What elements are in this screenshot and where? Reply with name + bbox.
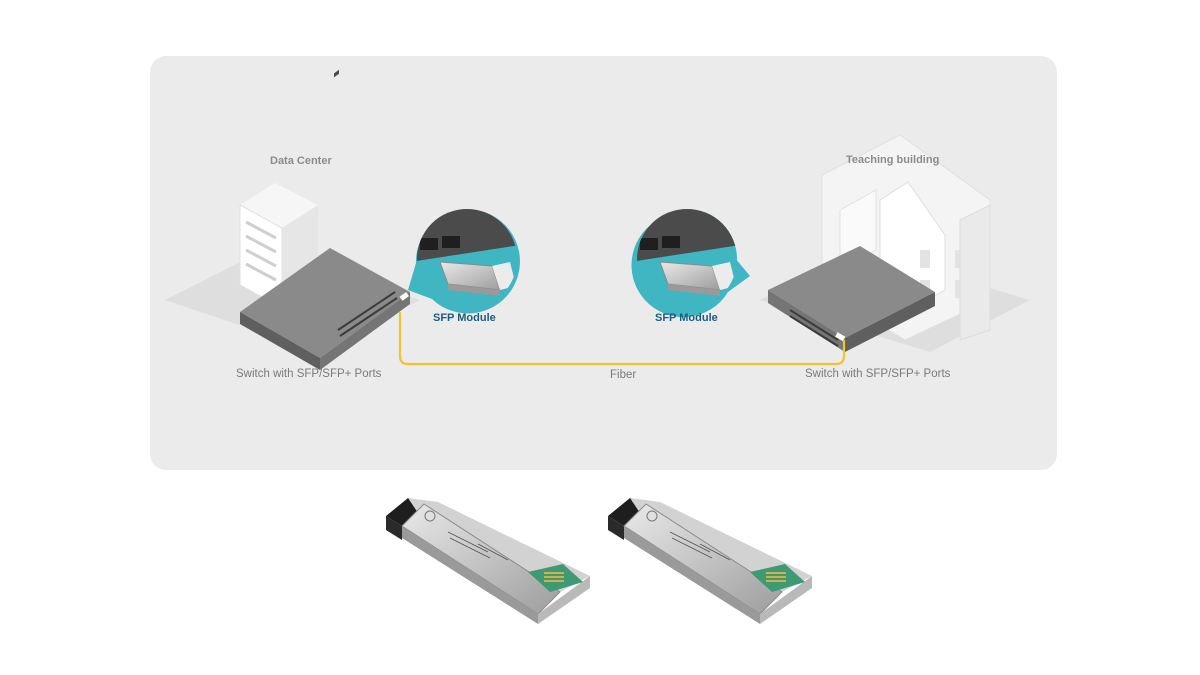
right-switch-label: Switch with SFP/SFP+ Ports (805, 368, 950, 380)
left-sfp-callout (408, 200, 520, 315)
teaching-building-label: Teaching building (846, 154, 939, 166)
sfp-transceiver-icon (600, 492, 822, 632)
fiber-label: Fiber (610, 369, 636, 381)
left-switch-label: Switch with SFP/SFP+ Ports (236, 368, 381, 380)
sfp-transceiver-icon (378, 492, 600, 632)
right-sfp-callout (630, 200, 750, 317)
right-sfp-label: SFP Module (655, 312, 718, 324)
data-center-label: Data Center (270, 155, 332, 167)
left-sfp-label: SFP Module (433, 312, 496, 324)
